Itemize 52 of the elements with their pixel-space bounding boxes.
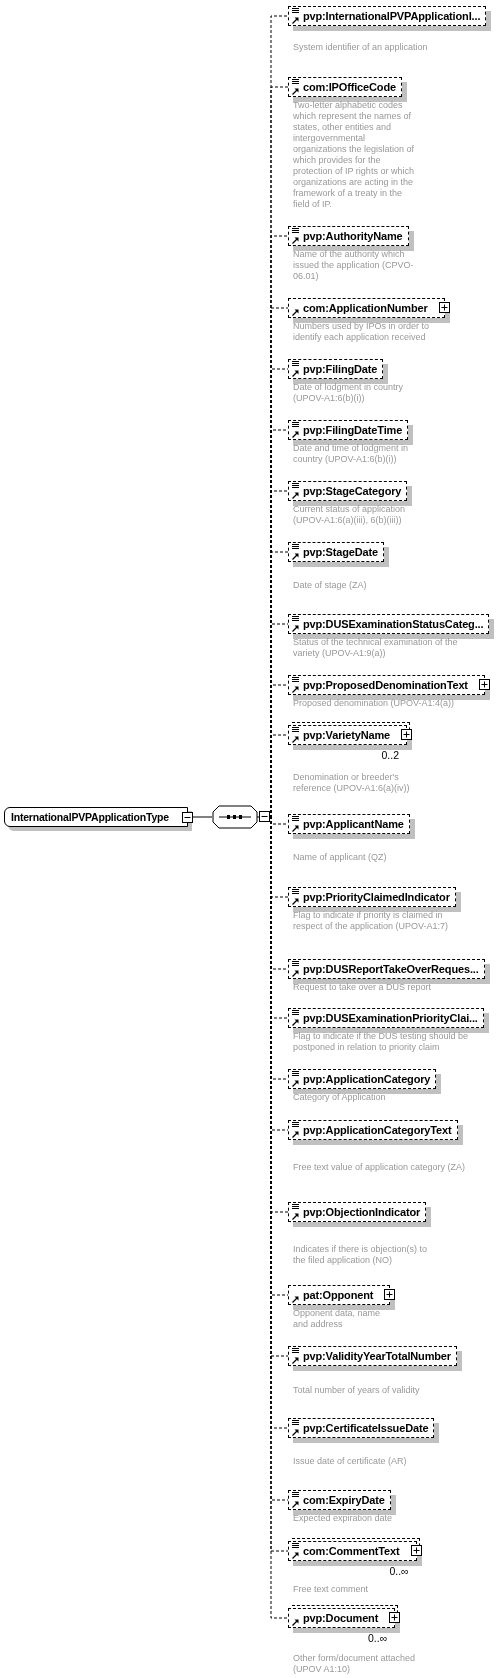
element-name: pvp:FilingDate — [303, 363, 378, 375]
annotation-text: Total number of years of validity — [293, 1385, 421, 1396]
annotation-text: Proposed denomination (UPOV-A1:4(a)) — [293, 698, 456, 709]
type-name: InternationalPVPApplicationType — [11, 811, 169, 823]
element-name: pvp:InternationalPVPApplicationI... — [303, 10, 481, 22]
element-name: pvp:StageDate — [303, 546, 379, 558]
element-name: pvp:FilingDateTime — [303, 424, 403, 436]
element-name: pvp:DUSReportTakeOverReques... — [303, 963, 479, 975]
element-name: com:ApplicationNumber — [303, 302, 428, 314]
occurrence-label: 0..∞ — [368, 1632, 388, 1644]
element-name: pvp:PriorityClaimedIndicator — [303, 891, 450, 903]
annotation-text: Opponent data, name and address — [293, 1308, 382, 1330]
element-name: pvp:ProposedDenominationText — [303, 679, 468, 691]
element-name: pvp:ObjectionIndicator — [303, 1206, 421, 1218]
element-name: com:CommentText — [303, 1545, 400, 1557]
annotation-text: Two-letter alphabetic codes which represent the names of states, other entities and intergovernmental organizations the legislation of which provides for the protection of IP rights or which organizations are acting in the framework of a treaty in the field of IP. — [293, 100, 415, 210]
annotation-text: Current status of application (UPOV-A1:6(a)(iii), 6(b)(iii)) — [293, 504, 407, 526]
annotation-text: Issue date of certificate (AR) — [293, 1456, 408, 1467]
element-name: com:IPOfficeCode — [303, 81, 396, 93]
annotation-text: Free text value of application category (ZA) — [293, 1162, 467, 1173]
element-name: pvp:AuthorityName — [303, 230, 403, 242]
annotation-text: Indicates if there is objection(s) to the filed application (NO) — [293, 1244, 428, 1266]
element-name: pvp:VarietyName — [303, 729, 390, 741]
element-name: pvp:ApplicantName — [303, 818, 404, 830]
annotation-text: Name of applicant (QZ) — [293, 852, 388, 863]
annotation-text: Status of the technical examination of the variety (UPOV-A1:9(a)) — [293, 637, 459, 659]
element-name: pvp:Document — [303, 1612, 379, 1624]
occurrence-label: 0..∞ — [389, 1565, 409, 1577]
annotation-text: Numbers used by IPOs in order to identify each application received — [293, 321, 431, 343]
annotation-text: Free text comment — [293, 1584, 370, 1595]
element-name: pvp:CertificateIssueDate — [303, 1422, 429, 1434]
annotation-text: Flag to indicate if priority is claimed in respect of the application (UPOV-A1:7) — [293, 910, 450, 932]
element-name: pvp:DUSExaminationStatusCateg... — [303, 618, 484, 630]
element-name: pvp:DUSExaminationPriorityClai... — [303, 1012, 478, 1024]
element-name: pat:Opponent — [303, 1289, 374, 1301]
annotation-text: Date of lodgment in country (UPOV-A1:6(b)(i)) — [293, 382, 405, 404]
annotation-text: Other form/document attached (UPOV A1:10) — [293, 1653, 417, 1675]
element-name: pvp:ApplicationCategory — [303, 1073, 431, 1085]
element-name: com:ExpiryDate — [303, 1494, 385, 1506]
annotation-text: Date and time of lodgment in country (UPOV-A1:6(b)(i)) — [293, 443, 410, 465]
annotation-text: Denomination or breeder's reference (UPOV-A1:6(a)(iv)) — [293, 772, 411, 794]
element-name: pvp:ApplicationCategoryText — [303, 1124, 452, 1136]
occurrence-label: 0..2 — [381, 749, 399, 761]
annotation-text: Category of Application — [293, 1092, 387, 1103]
annotation-text: System identifier of an application — [293, 42, 429, 53]
element-name: pvp:ValidityYearTotalNumber — [303, 1350, 451, 1362]
annotation-text: Expected expiration date — [293, 1513, 394, 1524]
annotation-text: Request to take over a DUS report — [293, 982, 433, 993]
annotation-text: Name of the authority which issued the application (CPVO- 06.01) — [293, 249, 415, 282]
annotation-text: Flag to indicate if the DUS testing should be postponed in relation to priority claim — [293, 1031, 470, 1053]
element-name: pvp:StageCategory — [303, 485, 402, 497]
annotation-text: Date of stage (ZA) — [293, 580, 368, 591]
